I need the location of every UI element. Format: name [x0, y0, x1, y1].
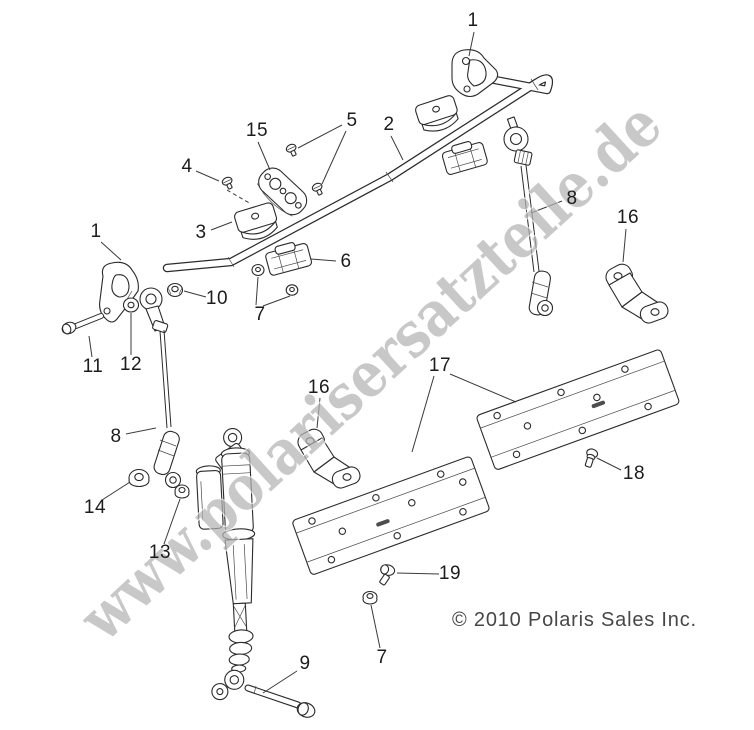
callout-part-10: 10	[205, 288, 229, 309]
watermark: www.polarisersatzteile.de	[65, 88, 675, 656]
callout-part-1-left: 1	[90, 221, 102, 242]
flange-nut-14	[128, 468, 150, 488]
bushing-clip	[265, 242, 313, 276]
copyright-notice: © 2010 Polaris Sales Inc.	[452, 609, 697, 631]
callout-part-18: 18	[622, 463, 646, 484]
skid-plate-left	[292, 456, 490, 575]
shock-absorber	[195, 428, 256, 701]
callout-part-6: 6	[340, 251, 352, 272]
callout-part-2: 2	[383, 114, 395, 135]
callout-part-16-right: 16	[616, 207, 640, 228]
bushing-saddle	[234, 202, 278, 240]
bracket-16-left	[297, 428, 361, 489]
callout-part-14: 14	[83, 497, 107, 518]
stabilizer-link-right	[503, 116, 554, 317]
clamp-block	[256, 167, 308, 217]
bushing-saddle-upper	[415, 95, 459, 132]
nut-7-lower	[362, 590, 378, 605]
plate-stamp	[591, 400, 606, 409]
bar-clamp-left	[99, 261, 139, 323]
screw-5a	[285, 143, 297, 157]
nut-10	[166, 282, 184, 298]
washer-12	[122, 297, 140, 313]
bushing-clip-upper	[441, 141, 488, 175]
stabilizer-link-left	[139, 287, 182, 489]
callout-part-9: 9	[299, 653, 311, 674]
callout-part-15: 15	[245, 120, 269, 141]
callout-part-4: 4	[181, 156, 193, 177]
callout-part-7-upper: 7	[254, 304, 266, 325]
washer-7-upper	[251, 263, 265, 277]
callout-part-8-right: 8	[566, 188, 578, 209]
plate-stamp	[376, 519, 390, 527]
callout-part-3: 3	[195, 222, 207, 243]
skid-plate-right	[476, 349, 680, 470]
callout-part-7-lower: 7	[376, 647, 388, 668]
bracket-16-right	[605, 263, 669, 324]
callout-part-11: 11	[82, 356, 104, 377]
bolt-19	[379, 564, 396, 586]
bolt-18	[584, 448, 599, 468]
bar-clamp-right	[451, 49, 499, 98]
screw-4	[221, 176, 233, 190]
callout-part-13: 13	[148, 542, 172, 563]
sway-bar	[162, 74, 554, 273]
callout-part-16-left: 16	[307, 377, 331, 398]
callout-part-8-left: 8	[110, 426, 122, 447]
callout-part-5: 5	[346, 110, 358, 131]
callout-part-19: 19	[438, 563, 462, 584]
nut-13	[174, 484, 190, 499]
leader-lines	[88, 31, 627, 694]
nut-7-upper	[285, 284, 299, 296]
bolt-9	[244, 684, 316, 718]
bolt-11	[61, 313, 104, 335]
callout-part-17: 17	[428, 355, 452, 376]
callout-part-12: 12	[119, 354, 143, 375]
callout-part-1-right: 1	[467, 10, 479, 31]
screw-5b	[311, 182, 323, 196]
